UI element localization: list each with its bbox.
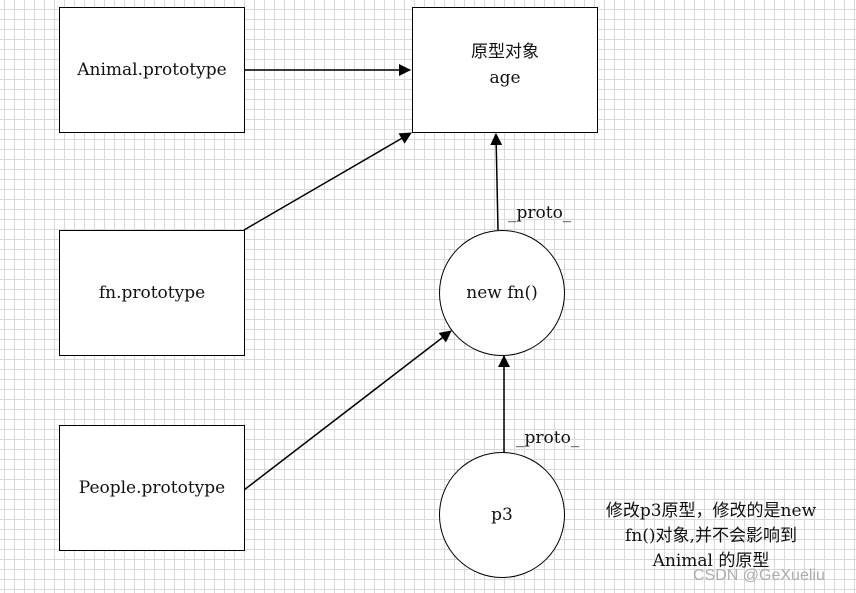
new-fn-instance-circle[interactable]: new fn() xyxy=(439,230,565,356)
fn-prototype-box[interactable]: fn.prototype xyxy=(59,230,245,356)
note-line-3: Animal 的原型 xyxy=(652,551,770,571)
prototype-object-property: age xyxy=(489,68,521,88)
p3-label: p3 xyxy=(491,505,513,525)
proto-edge-label-upper: _proto_ xyxy=(508,203,572,223)
fn-prototype-label: fn.prototype xyxy=(98,283,206,303)
arrow-people-to-new-fn xyxy=(243,330,452,491)
new-fn-instance-label: new fn() xyxy=(466,283,538,303)
arrow-fn-to-prototype-object xyxy=(243,132,412,231)
proto-edge-label-lower: _proto_ xyxy=(516,428,580,448)
annotation-note: 修改p3原型，修改的是new fn()对象,并不会影响到 Animal 的原型 xyxy=(586,499,836,574)
note-line-1: 修改p3原型，修改的是new xyxy=(605,501,817,521)
people-prototype-box[interactable]: People.prototype xyxy=(59,425,245,551)
watermark: CSDN @GeXueliu xyxy=(693,567,825,584)
prototype-object-box[interactable]: 原型对象 age xyxy=(412,7,598,133)
note-line-2: fn()对象,并不会影响到 xyxy=(625,526,797,546)
p3-circle[interactable]: p3 xyxy=(439,452,565,578)
animal-prototype-label: Animal.prototype xyxy=(77,60,227,80)
animal-prototype-box[interactable]: Animal.prototype xyxy=(59,7,245,133)
arrow-new-fn-to-prototype-object xyxy=(490,133,503,231)
prototype-object-title: 原型对象 xyxy=(471,42,539,62)
people-prototype-label: People.prototype xyxy=(78,478,226,498)
